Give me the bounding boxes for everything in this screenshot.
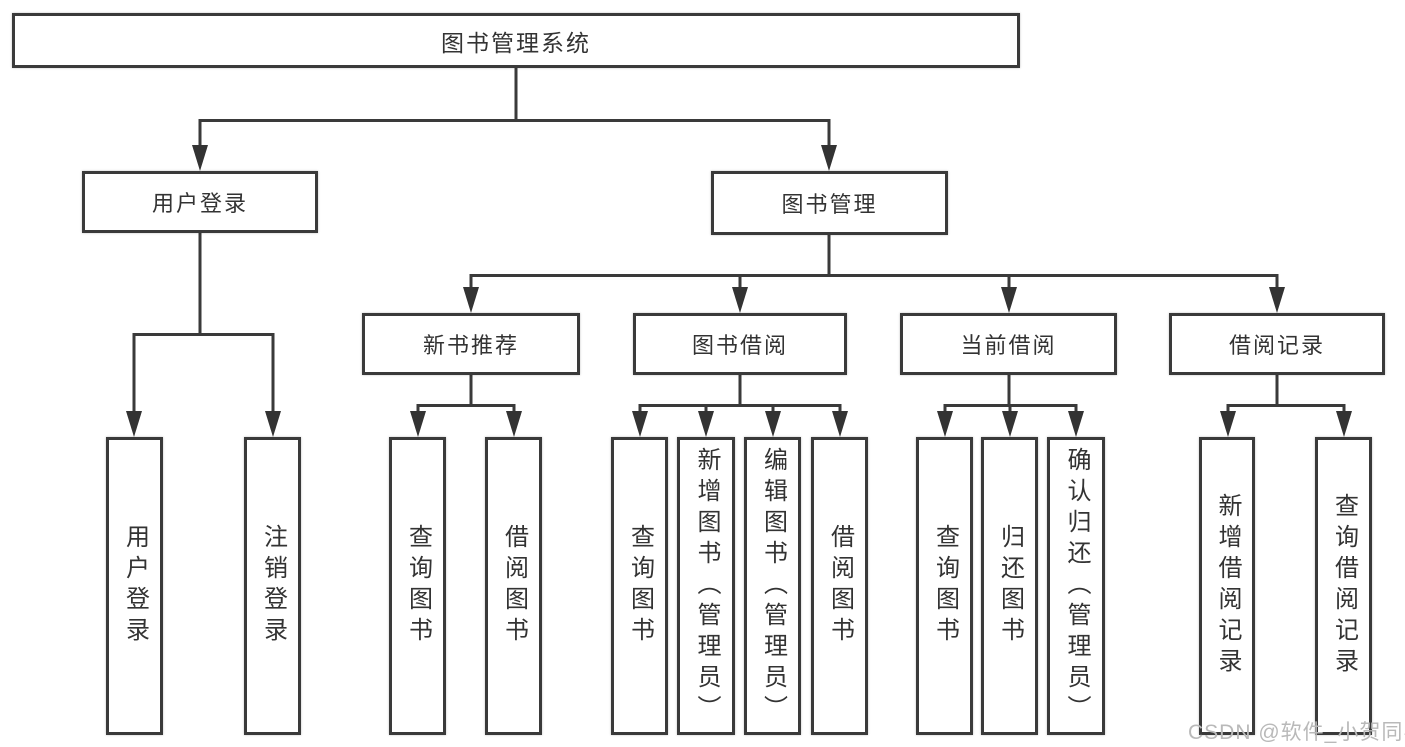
arrow-down-icons xyxy=(126,145,1352,437)
leaf-add-books-admin: 新增图书（管理员） xyxy=(677,437,735,735)
leaf-borrow-books: 借阅图书 xyxy=(811,437,868,735)
leaf-query-borrow-record: 查询借阅记录 xyxy=(1315,437,1372,735)
leaf-current-query-books: 查询图书 xyxy=(916,437,973,735)
node-current-borrow: 当前借阅 xyxy=(900,313,1117,375)
watermark: CSDN @软件_小贺同学 xyxy=(1188,721,1405,744)
leaf-logout: 注销登录 xyxy=(244,437,301,735)
node-book-borrow: 图书借阅 xyxy=(633,313,847,375)
leaf-user-login: 用户登录 xyxy=(106,437,163,735)
node-borrow-records: 借阅记录 xyxy=(1169,313,1385,375)
leaf-confirm-return-admin: 确认归还（管理员） xyxy=(1047,437,1105,735)
node-new-book-recommend: 新书推荐 xyxy=(362,313,580,375)
leaf-return-books: 归还图书 xyxy=(981,437,1038,735)
leaf-recommend-borrow-books: 借阅图书 xyxy=(485,437,542,735)
leaf-borrow-query-books: 查询图书 xyxy=(611,437,668,735)
leaf-recommend-query-books: 查询图书 xyxy=(389,437,446,735)
node-root-system: 图书管理系统 xyxy=(12,13,1020,68)
leaf-edit-books-admin: 编辑图书（管理员） xyxy=(744,437,801,735)
node-book-management: 图书管理 xyxy=(711,171,948,235)
leaf-add-borrow-record: 新增借阅记录 xyxy=(1199,437,1255,735)
node-user-login: 用户登录 xyxy=(82,171,318,233)
